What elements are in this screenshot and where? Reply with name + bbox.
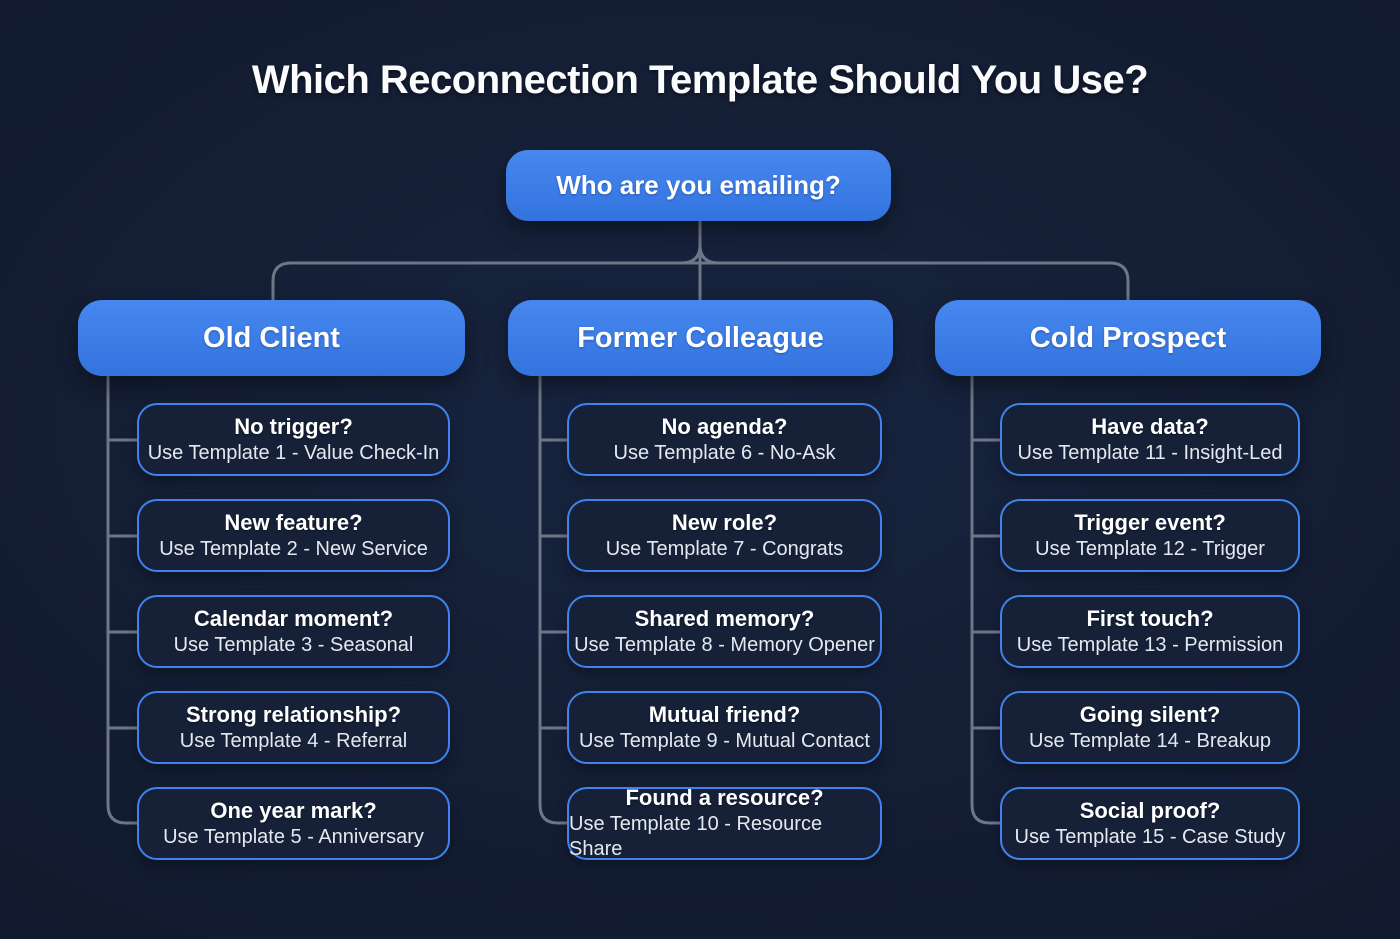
- leaf-node-template-5: One year mark? Use Template 5 - Annivers…: [137, 787, 450, 860]
- connector-branch-bar: [271, 261, 1130, 302]
- leaf-node-template-6: No agenda? Use Template 6 - No-Ask: [567, 403, 882, 476]
- leaf-node-template-10: Found a resource? Use Template 10 - Reso…: [567, 785, 882, 860]
- leaf-answer: Use Template 1 - Value Check-In: [147, 441, 440, 464]
- leaf-node-template-9: Mutual friend? Use Template 9 - Mutual C…: [567, 691, 882, 764]
- leaf-node-template-13: First touch? Use Template 13 - Permissio…: [1000, 595, 1300, 668]
- category-header-former-colleague: Former Colleague: [508, 300, 893, 376]
- root-question-node: Who are you emailing?: [506, 150, 891, 221]
- leaf-answer: Use Template 10 - Resource Share: [569, 813, 823, 860]
- leaf-node-template-11: Have data? Use Template 11 - Insight-Led: [1000, 403, 1300, 476]
- leaf-answer: Use Template 13 - Permission: [1016, 633, 1284, 656]
- leaf-question: Social proof?: [1079, 797, 1221, 823]
- leaf-answer: Use Template 4 - Referral: [179, 729, 408, 752]
- leaf-answer: Use Template 14 - Breakup: [1029, 729, 1271, 752]
- leaf-node-template-4: Strong relationship? Use Template 4 - Re…: [137, 691, 450, 764]
- leaf-question: Calendar moment?: [193, 605, 394, 631]
- leaf-node-template-15: Social proof? Use Template 15 - Case Stu…: [1000, 787, 1300, 860]
- leaf-question: No agenda?: [661, 413, 788, 439]
- leaf-node-template-14: Going silent? Use Template 14 - Breakup: [1000, 691, 1300, 764]
- leaf-answer: Use Template 3 - Seasonal: [173, 633, 414, 656]
- leaf-question: Have data?: [1091, 413, 1209, 439]
- category-header-old-client: Old Client: [78, 300, 465, 376]
- leaf-question: Trigger event?: [1074, 509, 1226, 535]
- leaf-question: Strong relationship?: [185, 701, 402, 727]
- leaf-question: Going silent?: [1079, 701, 1221, 727]
- leaf-question: New feature?: [224, 509, 363, 535]
- leaf-answer: Use Template 11 - Insight-Led: [1017, 441, 1283, 464]
- leaf-answer: Use Template 9 - Mutual Contact: [579, 729, 870, 752]
- connector-rail-col3: [970, 375, 1002, 825]
- leaf-answer: Use Template 7 - Congrats: [605, 537, 844, 560]
- leaf-answer: Use Template 2 - New Service: [159, 537, 428, 560]
- leaf-question: Found a resource?: [625, 785, 824, 810]
- connector-rail-col2: [538, 375, 569, 825]
- leaf-question: New role?: [671, 509, 778, 535]
- leaf-node-template-12: Trigger event? Use Template 12 - Trigger: [1000, 499, 1300, 572]
- leaf-node-template-7: New role? Use Template 7 - Congrats: [567, 499, 882, 572]
- page-title: Which Reconnection Template Should You U…: [251, 58, 1149, 102]
- connector-root-fillet-left: [679, 243, 702, 265]
- leaf-question: Mutual friend?: [648, 701, 801, 727]
- leaf-node-template-3: Calendar moment? Use Template 3 - Season…: [137, 595, 450, 668]
- leaf-node-template-2: New feature? Use Template 2 - New Servic…: [137, 499, 450, 572]
- leaf-question: First touch?: [1086, 605, 1214, 631]
- leaf-question: One year mark?: [210, 797, 377, 823]
- connector-rail-col1: [106, 375, 139, 825]
- category-header-cold-prospect: Cold Prospect: [935, 300, 1321, 376]
- connector-root-fillet-right: [698, 243, 721, 265]
- leaf-answer: Use Template 15 - Case Study: [1014, 825, 1286, 848]
- leaf-node-template-1: No trigger? Use Template 1 - Value Check…: [137, 403, 450, 476]
- leaf-answer: Use Template 5 - Anniversary: [163, 825, 424, 848]
- leaf-question: No trigger?: [234, 413, 353, 439]
- leaf-node-template-8: Shared memory? Use Template 8 - Memory O…: [567, 595, 882, 668]
- leaf-question: Shared memory?: [634, 605, 815, 631]
- leaf-answer: Use Template 12 - Trigger: [1035, 537, 1265, 560]
- leaf-answer: Use Template 8 - Memory Opener: [574, 633, 875, 656]
- leaf-answer: Use Template 6 - No-Ask: [613, 441, 836, 464]
